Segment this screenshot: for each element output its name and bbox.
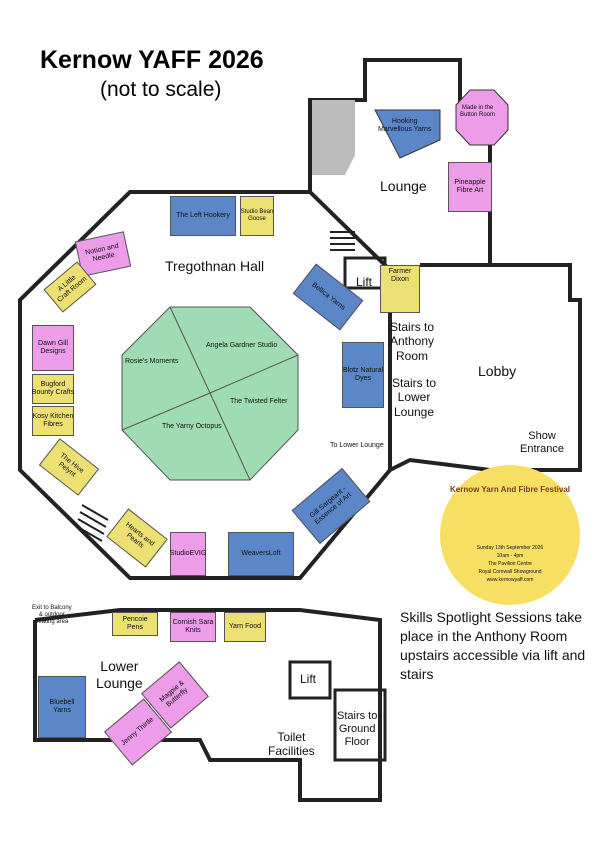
cornish-sara-stall: Cornish Sara Knits	[170, 612, 216, 642]
badge-name: Kernow Yarn And Fibre Festival	[449, 485, 571, 494]
skills-note: Skills Spotlight Sessions take place in …	[400, 609, 586, 682]
farmer-dixon-stall: Farmer Dixon	[380, 265, 420, 313]
lounge-label: Lounge	[380, 178, 427, 194]
badge-place: Royal Cornwall Showground	[478, 569, 542, 575]
stairs-anthony-label: Stairs to Anthony Room	[390, 320, 435, 363]
kosy-kitchen-stall: Kosy Kitchen Fibres	[32, 406, 74, 436]
badge-web: www.kernowyaff.com	[486, 577, 534, 583]
stairs-ground-box	[333, 688, 387, 762]
lounge-grey-block	[312, 100, 355, 175]
hooking-stall-shape	[374, 109, 441, 159]
angela-gardner-label: Angela Gardner Studio	[206, 342, 278, 349]
show-entrance-label: Show Entrance	[520, 430, 565, 456]
hooking-marvellous-label: Hooking Marvellous Yarns	[378, 118, 432, 134]
lift-top-label: Lift	[356, 275, 373, 289]
pencoie-pens-stall: Pencoie Pens	[112, 612, 158, 636]
rosies-moments-label: Rosie's Moments	[125, 358, 179, 365]
badge-date: Sunday 13th September 2026	[476, 545, 544, 551]
page-title: Kernow YAFF 2026	[40, 46, 264, 74]
lobby-label: Lobby	[478, 363, 517, 379]
stairs-lower-label: Stairs to Lower Lounge	[392, 376, 437, 419]
stairs-ground-label: Stairs to Ground Floor	[337, 710, 378, 749]
left-hookery-stall: The Left Hookery	[170, 196, 236, 236]
bugford-bounty-stall: Bugford Bounty Crafts	[32, 374, 74, 404]
lift-bottom-label: Lift	[300, 672, 317, 686]
badge-circle	[440, 465, 580, 605]
studioevig-stall: StudioEVIG	[170, 532, 206, 576]
button-room-label: Made in the Button Room	[460, 105, 496, 119]
yarn-food-stall: Yarn Food	[224, 612, 266, 642]
button-room-octagon	[455, 89, 509, 146]
pineapple-fibre-stall: Pineapple Fibre Art	[448, 162, 492, 212]
weaversloft-stall: WeaversLoft	[228, 532, 294, 576]
lobby-wall	[389, 263, 582, 472]
lift-bottom-box	[288, 660, 332, 700]
blotz-dyes-stall: Blotz Natural Dyes	[342, 342, 384, 408]
bluebell-yarns-stall: Bluebell Yarns	[38, 676, 86, 738]
dawn-gill-stall: Dawn Gill Designs	[32, 325, 74, 371]
lower-lounge-label: Lower Lounge	[96, 658, 143, 691]
tregothnan-hall-label: Tregothnan Hall	[165, 258, 265, 274]
page-subtitle: (not to scale)	[100, 78, 222, 101]
studio-bean-goose-stall: Studio Bean Goose	[240, 196, 274, 236]
balcony-exit-label: Exit to Balcony & outdoor seating area	[32, 605, 72, 626]
hall-wall	[18, 190, 392, 580]
badge-time: 10am - 4pm	[496, 553, 524, 559]
to-lower-lounge-label: To Lower Lounge	[330, 442, 384, 449]
badge-venue: The Pavilion Centre	[488, 561, 532, 567]
toilets-label: Toilet Facilities	[268, 730, 315, 759]
twisted-felter-label: The Twisted Felter	[230, 398, 288, 405]
yarny-octopus-label: The Yarny Octopus	[162, 423, 222, 430]
